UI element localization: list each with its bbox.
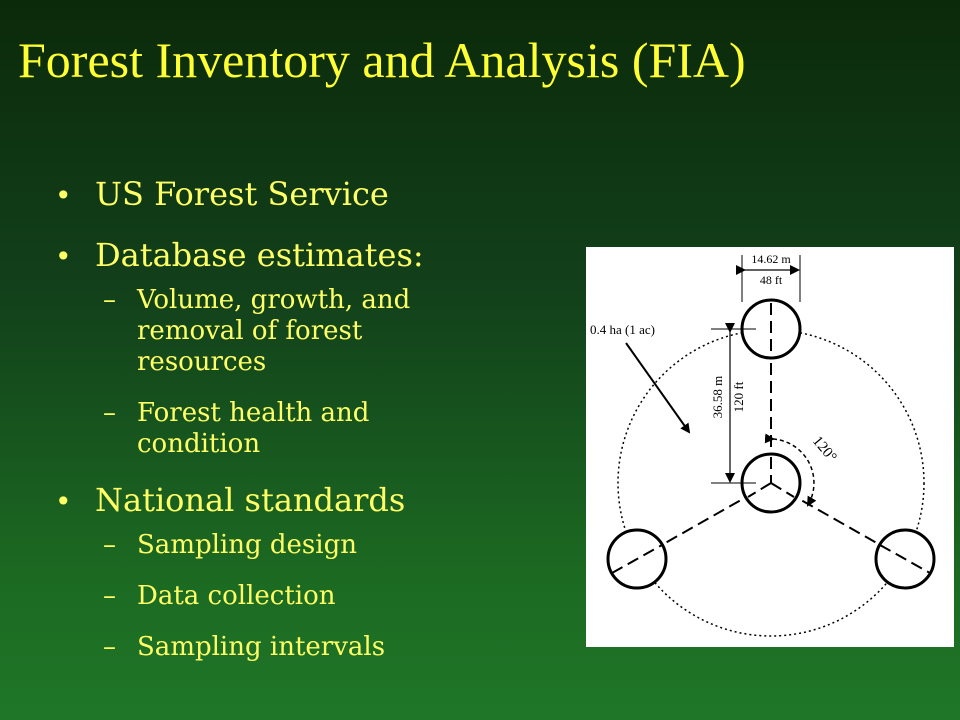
spoke-line	[879, 544, 931, 574]
slide-title: Forest Inventory and Analysis (FIA)	[18, 32, 746, 88]
spoke-line	[611, 544, 663, 574]
bullet-text: Database estimates:	[95, 236, 424, 274]
dash-icon: –	[103, 398, 116, 428]
plot-layout-svg: 14.62 m 48 ft 0.4 ha (1 ac) 36.58 m 120 …	[590, 252, 936, 637]
dash-icon: –	[103, 632, 116, 662]
sub-bullet-item: – Forest health and condition	[103, 398, 515, 460]
plot-layout-diagram: 14.62 m 48 ft 0.4 ha (1 ac) 36.58 m 120 …	[586, 247, 954, 647]
sub-bullet-text: Forest health and condition	[137, 398, 370, 459]
sub-bullet-item: – Sampling intervals	[103, 632, 515, 663]
bullet-dot-icon: •	[55, 240, 72, 273]
sub-bullet-text: Volume, growth, and removal of forest re…	[137, 285, 411, 377]
angle-label: 120°	[809, 433, 840, 465]
bullet-item: • National standards	[55, 481, 515, 521]
bullet-dot-icon: •	[55, 485, 72, 518]
angle-arc	[764, 433, 817, 507]
bullet-text: US Forest Service	[95, 175, 389, 213]
bullet-text: National standards	[95, 481, 406, 519]
width-label-metric: 14.62 m	[751, 252, 791, 266]
width-label-imperial: 48 ft	[760, 273, 783, 287]
dash-icon: –	[103, 581, 116, 611]
sub-bullet-text: Data collection	[137, 581, 336, 611]
sub-bullet-item: – Data collection	[103, 581, 515, 612]
bullet-list: • US Forest Service • Database estimates…	[55, 175, 515, 684]
area-label: 0.4 ha (1 ac)	[590, 322, 655, 337]
bullet-dot-icon: •	[55, 179, 72, 212]
bullet-item: • US Forest Service	[55, 175, 515, 215]
sub-bullet-list: – Volume, growth, and removal of forest …	[103, 285, 515, 460]
bullet-item: • Database estimates:	[55, 236, 515, 276]
sub-bullet-list: – Sampling design – Data collection – Sa…	[103, 530, 515, 663]
dash-icon: –	[103, 530, 116, 560]
sub-bullet-text: Sampling design	[137, 530, 357, 560]
spacing-label-imperial: 120 ft	[731, 381, 746, 412]
sub-bullet-item: – Sampling design	[103, 530, 515, 561]
spacing-label-metric: 36.58 m	[710, 376, 725, 419]
area-arrow-icon	[625, 342, 691, 434]
sub-bullet-item: – Volume, growth, and removal of forest …	[103, 285, 515, 378]
dash-icon: –	[103, 285, 116, 315]
sub-bullet-text: Sampling intervals	[137, 632, 386, 662]
